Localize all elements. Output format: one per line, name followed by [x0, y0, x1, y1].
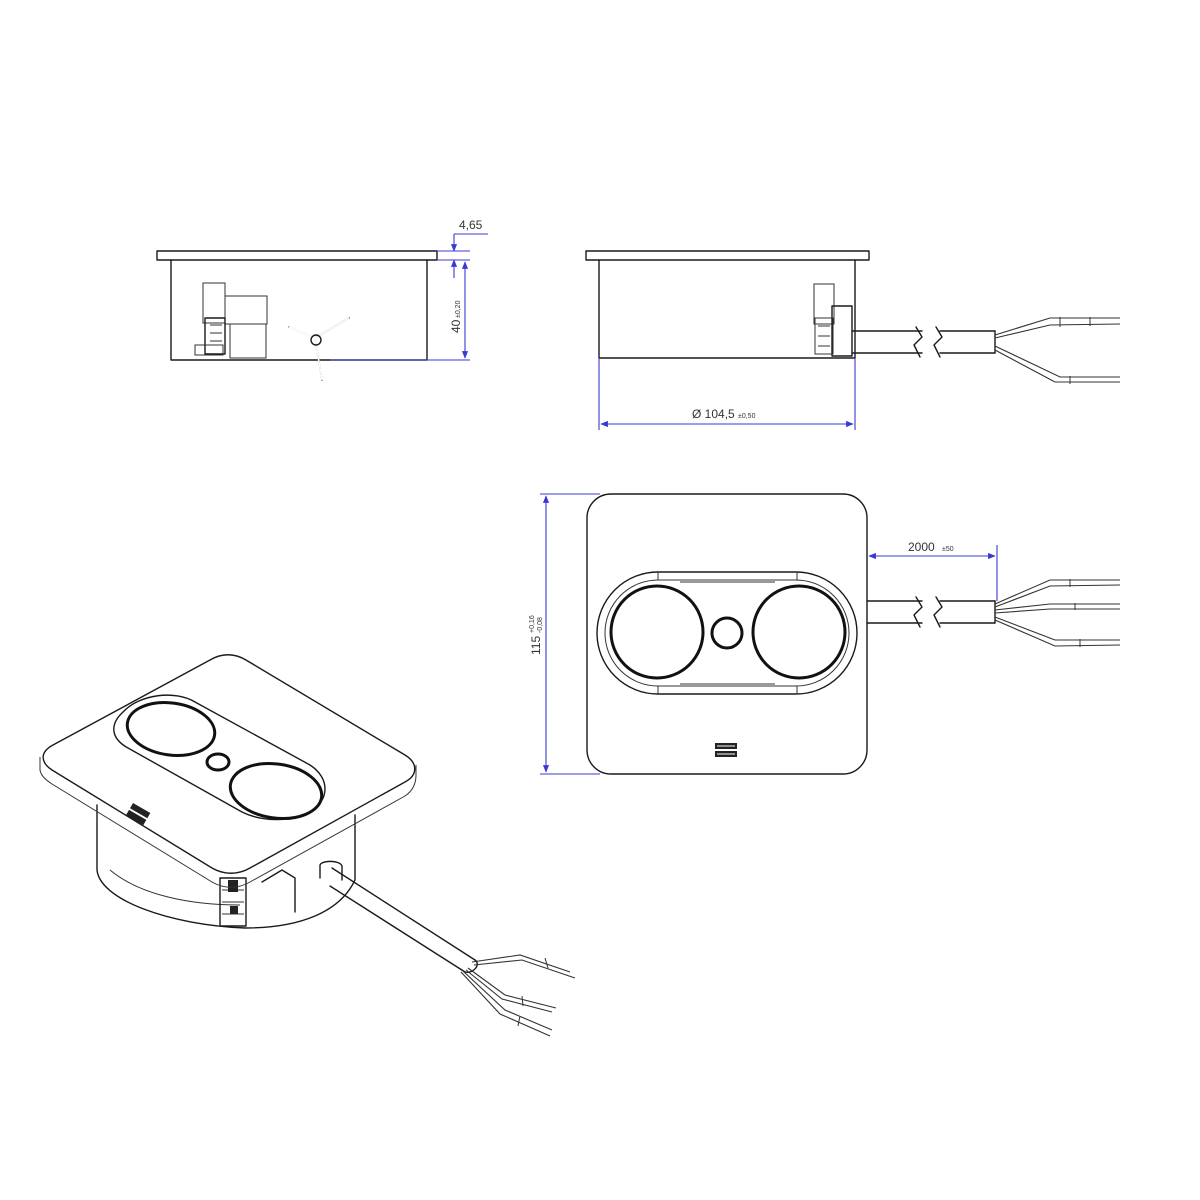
face-plate	[586, 493, 868, 775]
face-plate-top	[42, 654, 416, 874]
dim-height: 40 ±0,20	[330, 261, 470, 361]
housing-body	[96, 804, 356, 929]
cable	[866, 579, 1121, 647]
connector-block	[194, 282, 268, 359]
cable	[329, 867, 576, 1037]
brand-logo	[715, 743, 737, 757]
socket-left	[125, 701, 217, 757]
brand-logo	[126, 803, 151, 826]
side-label: 115	[529, 636, 543, 655]
top-flange	[156, 250, 438, 261]
top-flange	[585, 250, 870, 261]
dim-flange-thickness: 4,65	[437, 218, 488, 278]
socket-recess	[113, 694, 326, 821]
diameter-label: Ø 104,5	[692, 407, 735, 421]
cable-wires-end	[288, 317, 350, 381]
height-tolerance: ±0,20	[455, 300, 462, 318]
dim-cable-length: 2000 ±50	[868, 540, 998, 601]
top-view: 2000 ±50 115 +0,16 -0,08	[529, 493, 1121, 775]
side-view-right: Ø 104,5 ±0,50	[585, 250, 1121, 430]
connector-block	[813, 283, 853, 357]
cable	[851, 317, 1121, 384]
height-label: 40	[449, 319, 463, 333]
cable-length-tolerance: ±50	[942, 546, 954, 553]
dim-side: 115 +0,16 -0,08	[529, 493, 600, 775]
socket-recess-outer	[596, 571, 858, 695]
flange-thickness-label: 4,65	[459, 218, 483, 232]
housing-outline	[170, 259, 428, 361]
housing-outline	[598, 259, 856, 359]
indicator-center	[710, 616, 744, 650]
socket-recess-inner	[604, 579, 850, 687]
side-tolerance-lower: -0,08	[537, 617, 544, 633]
cable-length-label: 2000	[908, 540, 935, 554]
dim-diameter: Ø 104,5 ±0,50	[598, 358, 856, 430]
connector-block	[219, 877, 247, 927]
indicator-center	[205, 752, 231, 772]
socket-right	[228, 762, 324, 820]
side-view-left: 4,65 40 ±0,20	[156, 218, 488, 381]
isometric-view	[39, 654, 576, 1037]
side-tolerance-upper: +0,16	[529, 615, 536, 633]
diameter-tolerance: ±0,50	[738, 413, 756, 420]
cable-entry	[261, 860, 343, 913]
socket-right	[751, 584, 847, 680]
socket-left	[609, 584, 705, 680]
